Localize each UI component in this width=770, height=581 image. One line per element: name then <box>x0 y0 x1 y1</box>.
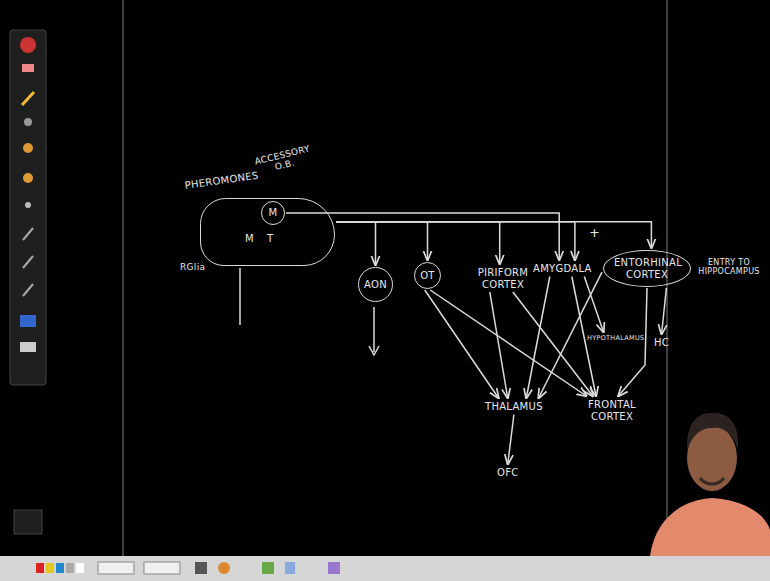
tool-panel <box>10 30 46 385</box>
connector <box>425 290 499 398</box>
region-text: FRONTAL CORTEX <box>580 398 644 423</box>
connector <box>336 222 376 265</box>
node-text: THALAMUS <box>485 401 543 413</box>
tool-panel <box>14 510 42 534</box>
connector <box>430 290 586 396</box>
region-text: THALAMUS <box>483 400 545 414</box>
note-label: ENTRY TO HIPPOCAMPUS <box>691 258 767 276</box>
node-text: HC <box>654 337 669 349</box>
board-divider <box>122 0 124 556</box>
toolbar-icon <box>285 562 295 574</box>
color-swatch <box>56 563 64 573</box>
presenter-moustache <box>700 478 724 484</box>
olfactory-bulb: M T M <box>200 198 335 266</box>
tool-icon <box>25 202 31 208</box>
color-swatch <box>46 563 54 573</box>
region-text: AMYGDALA <box>531 262 594 276</box>
line-style <box>98 562 134 574</box>
region-ellipse: ENTORHINAL CORTEX <box>603 250 691 287</box>
connector <box>508 415 514 465</box>
note-label: RGlia <box>180 262 205 272</box>
sign-label: + <box>589 226 600 241</box>
node-text: M <box>245 233 254 245</box>
node-text: FRONTAL CORTEX <box>582 399 642 422</box>
toolbar-icon <box>218 562 230 574</box>
connector <box>286 213 559 260</box>
tool-icon <box>23 228 33 240</box>
color-swatch <box>76 563 84 573</box>
connector <box>490 292 508 398</box>
region-text: HYPOTHALAMUS <box>585 334 647 343</box>
connector <box>662 288 667 334</box>
connector <box>513 292 593 396</box>
tool-icon <box>23 256 33 268</box>
accessory-bulb-circle: M <box>261 201 285 225</box>
region-text: HC <box>652 336 671 350</box>
tool-icon <box>22 92 34 105</box>
connector <box>584 277 603 333</box>
tool-icon <box>20 315 36 327</box>
connector <box>336 222 651 248</box>
color-swatch <box>36 563 44 573</box>
tool-icon <box>20 37 36 53</box>
line-width <box>144 562 180 574</box>
toolbar-icon <box>195 562 207 574</box>
node-text: AMYGDALA <box>533 263 592 275</box>
node-text: M <box>269 207 278 219</box>
structure-label: ACCESSORY O.B. <box>250 143 317 179</box>
aon-output-head <box>369 346 379 355</box>
input-label: PHEROMONES <box>184 170 259 192</box>
bulb-stalk <box>239 268 241 325</box>
tool-icon <box>22 64 34 72</box>
aon-output <box>373 307 375 352</box>
region-text: PIRIFORM CORTEX <box>470 266 536 291</box>
connector <box>336 222 500 264</box>
node-text: OT <box>420 270 435 282</box>
node-text: T <box>267 233 273 245</box>
toolbar-icon <box>262 562 274 574</box>
color-swatch <box>66 563 74 573</box>
toolbar-icon <box>328 562 340 574</box>
node-text: ENTORHINAL CORTEX <box>614 257 680 280</box>
node-text: PIRIFORM CORTEX <box>472 267 534 290</box>
region-circle: OT <box>414 262 441 289</box>
node-text: HYPOTHALAMUS <box>587 335 645 342</box>
presenter-hair <box>687 413 738 450</box>
node-text: OFC <box>497 467 519 479</box>
node-text: AON <box>364 279 387 291</box>
connector <box>336 222 575 260</box>
region-text: OFC <box>495 466 521 480</box>
tool-icon <box>23 143 33 153</box>
tool-icon <box>20 342 36 352</box>
tool-icon <box>23 173 33 183</box>
connector <box>526 277 550 399</box>
bottom-toolbar <box>0 556 770 581</box>
tool-icon <box>24 118 32 126</box>
tool-icon <box>23 284 33 296</box>
connector <box>336 222 428 260</box>
region-circle: AON <box>358 267 393 302</box>
presenter-shirt <box>650 498 770 556</box>
